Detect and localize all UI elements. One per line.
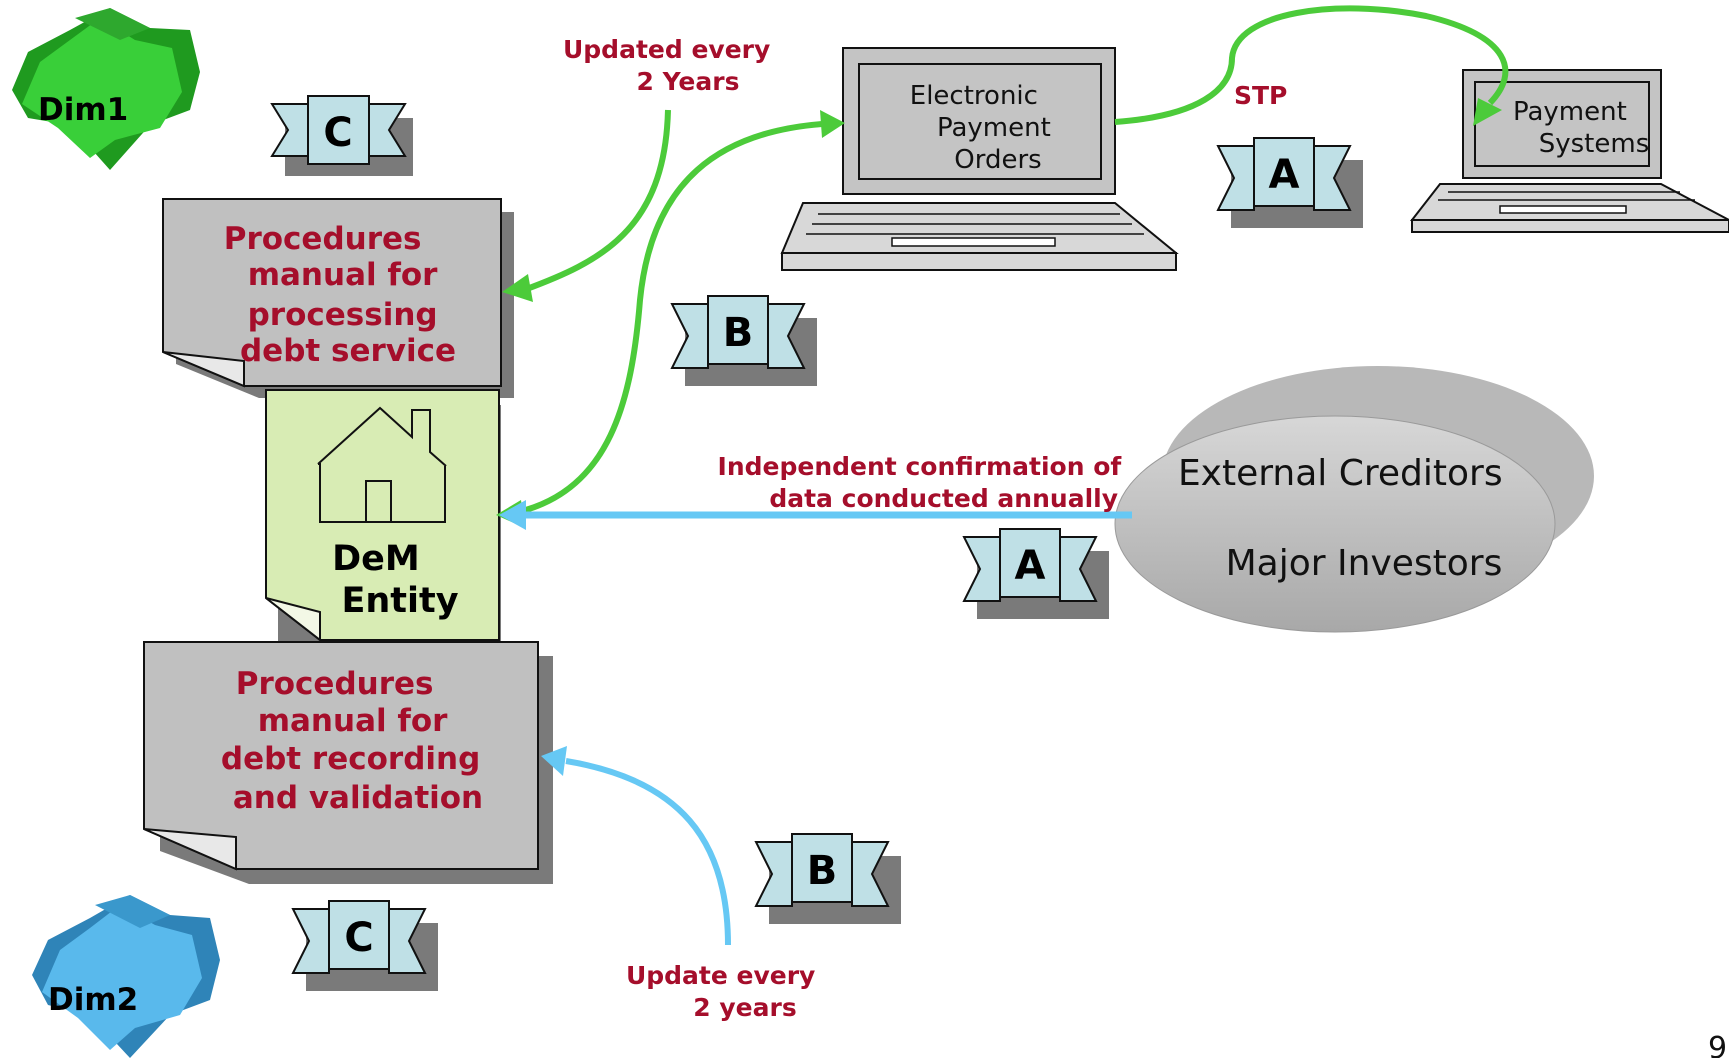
laptop-electronic-payment-orders: Electronic Payment Orders xyxy=(780,47,1179,271)
bottom-procedures-document: Procedures manual for debt recording and… xyxy=(143,641,553,884)
arrow-entity-to-epo xyxy=(517,121,823,515)
svg-text:Updated every 2 Years: Updated every 2 Years xyxy=(563,35,779,96)
svg-text:Payment Systems: Payment Systems xyxy=(1513,97,1649,159)
update-bottom-line-2: 2 years xyxy=(693,993,796,1022)
laptop-payment-systems: Payment Systems xyxy=(1409,69,1729,233)
update-bottom-line-1: Update every xyxy=(626,961,815,990)
updated-top-line-1: Updated every xyxy=(563,35,770,64)
confirmation-line-2: data conducted annually xyxy=(769,484,1118,513)
epo-line-2: Payment xyxy=(937,113,1051,143)
epo-line-1: Electronic xyxy=(910,81,1038,111)
ribbon-c-bottom-letter: C xyxy=(344,915,373,961)
confirmation-line-1: Independent confirmation of xyxy=(718,452,1123,481)
ribbon-c-top-letter: C xyxy=(323,110,352,156)
ribbon-b-bottom-letter: B xyxy=(807,848,838,894)
top-doc-line-2: manual for xyxy=(248,257,438,293)
bottom-doc-line-3: debt recording xyxy=(221,741,480,777)
dim1-badge: Dim1 xyxy=(12,8,200,170)
ribbon-c-bottom: C xyxy=(291,900,438,991)
ps-line-1: Payment xyxy=(1513,97,1627,127)
epo-line-3: Orders xyxy=(954,145,1041,175)
ribbon-a-stp: A xyxy=(1216,137,1363,228)
ribbon-c-top: C xyxy=(270,95,413,176)
ribbon-b-mid-letter: B xyxy=(723,310,754,356)
arrow-update-top-doc xyxy=(522,109,671,293)
svg-text:Procedures manual for: Procedures manual for debt recording and… xyxy=(221,666,491,816)
ribbon-a-confirmation: A xyxy=(962,528,1109,619)
dem-entity: DeM Entity xyxy=(265,389,501,645)
arrow-update-top-doc-head xyxy=(502,274,533,302)
stp-label: STP xyxy=(1234,81,1287,110)
dim2-label: Dim2 xyxy=(48,982,138,1018)
bottom-doc-line-4: and validation xyxy=(233,780,483,816)
arrow-stp-head xyxy=(1473,98,1502,126)
top-doc-line-3: processing xyxy=(248,297,438,333)
svg-text:DeM Entity: DeM Entity xyxy=(332,539,459,621)
svg-text:Independent confirmation of: Independent confirmation of data conduct… xyxy=(718,452,1130,513)
bottom-doc-line-1: Procedures xyxy=(236,666,434,702)
external-line-1: External Creditors xyxy=(1178,453,1503,494)
bottom-doc-line-2: manual for xyxy=(258,703,448,739)
house-icon xyxy=(317,406,447,523)
page-number: 9 xyxy=(1708,1031,1727,1058)
arrow-stp xyxy=(1114,5,1509,125)
top-doc-line-4: debt service xyxy=(240,333,456,369)
entity-line-2: Entity xyxy=(341,581,458,621)
ps-line-2: Systems xyxy=(1539,129,1650,159)
dim2-badge: Dim2 xyxy=(32,895,220,1058)
external-line-2: Major Investors xyxy=(1226,543,1503,584)
updated-top-line-2: 2 Years xyxy=(637,67,740,96)
entity-line-1: DeM xyxy=(332,539,420,579)
top-procedures-document: Procedures manual for processing debt se… xyxy=(162,198,514,398)
arrow-update-bottom-doc-head xyxy=(541,746,567,776)
svg-text:Procedures manual for: Procedures manual for processing debt se… xyxy=(224,221,456,369)
arrow-entity-to-epo-head-end xyxy=(820,110,845,138)
svg-text:Update every 2 years: Update every 2 years xyxy=(626,961,824,1022)
arrow-confirmation-head xyxy=(499,500,526,530)
svg-text:External Creditors Major: External Creditors Major Investors xyxy=(1178,453,1514,584)
ribbon-b-mid: B xyxy=(670,295,817,386)
dim1-label: Dim1 xyxy=(38,92,128,128)
ribbon-a-confirmation-letter: A xyxy=(1015,543,1046,589)
external-creditors-ellipse: External Creditors Major Investors xyxy=(1114,366,1594,633)
svg-text:Electronic Payment: Electronic Payment Orders xyxy=(910,81,1059,175)
arrow-update-bottom-doc xyxy=(565,758,731,946)
ribbon-b-bottom: B xyxy=(754,833,901,924)
ribbon-a-stp-letter: A xyxy=(1269,152,1300,198)
top-doc-line-1: Procedures xyxy=(224,221,422,257)
